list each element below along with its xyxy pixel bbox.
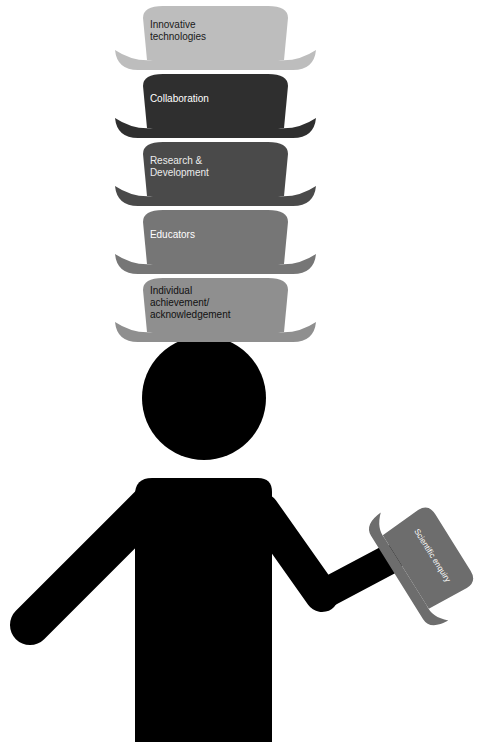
hat-label: Innovative technologies [150,19,245,43]
hat-crown [143,74,288,128]
hat-label: Educators [150,229,195,241]
hat-crown [143,6,288,60]
head [142,336,266,460]
hat-label-area: Innovative technologies [150,8,281,53]
hat-crown [143,210,288,264]
left-arm [30,505,150,625]
hat-node: Research & Development [113,140,318,208]
hat-brim [115,186,316,206]
hat-crown [143,142,288,196]
hat-node: Scientific enquiry [361,486,489,633]
bowler-hat [361,486,489,633]
hat-node: Individual achievement/ acknowledgement [113,276,318,344]
hat-label: Collaboration [150,93,209,105]
hat-label: Scientific enquiry [411,527,452,584]
hat-label-area: Individual achievement/ acknowledgement [150,280,281,325]
hat-brim [115,254,316,274]
hat-brim [115,322,316,342]
hat-node: Collaboration [113,72,318,140]
hat-node: Educators [113,208,318,276]
hat-crown [143,278,288,332]
bowler-hat [113,140,318,208]
bowler-hat [113,208,318,276]
right-forearm [322,560,388,595]
bowler-hat [113,72,318,140]
hat-node: Innovative technologies [113,4,318,72]
hat-label: Research & Development [150,155,245,179]
hat-brim [115,118,316,138]
torso [135,478,272,742]
hat-label-area: Research & Development [150,144,281,189]
bowler-hat [113,4,318,72]
hat-label-area: Educators [150,212,281,257]
hat-label-area: Collaboration [150,76,281,121]
hat-brim [115,50,316,70]
hat-label: Individual achievement/ acknowledgement [150,285,245,321]
